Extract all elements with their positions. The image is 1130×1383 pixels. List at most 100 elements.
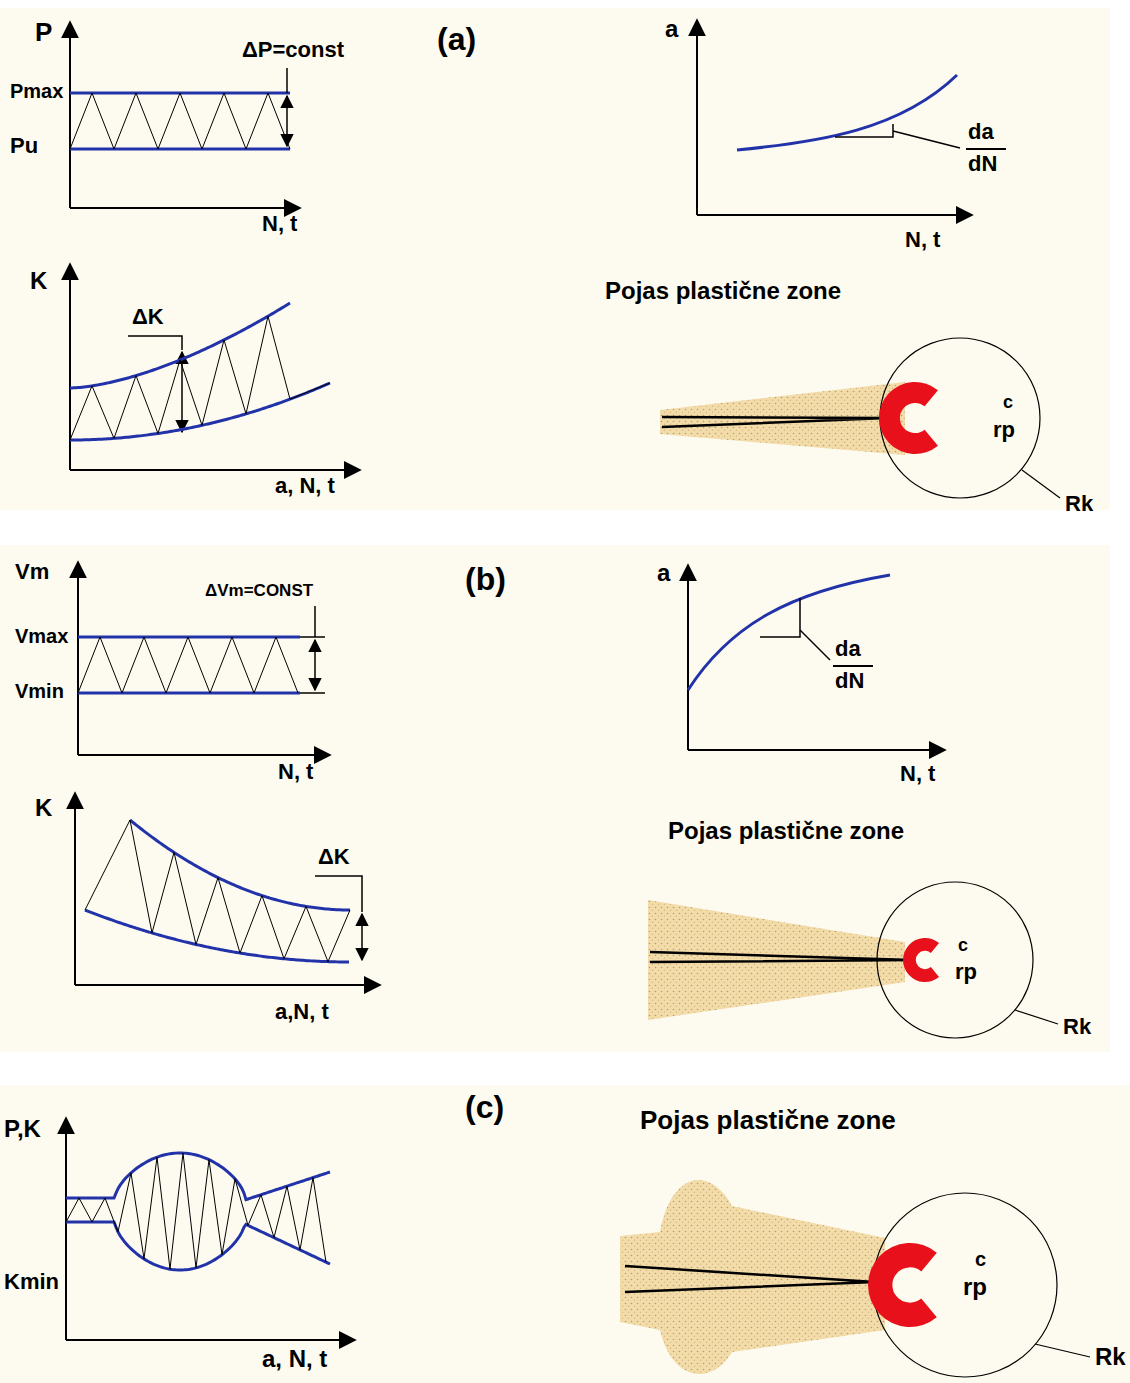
fraction-bar: [966, 148, 1006, 150]
label-text: ΔK: [132, 305, 164, 329]
label-text: N, t: [900, 762, 935, 786]
crack: [625, 1266, 875, 1292]
panel-ground: [0, 545, 1110, 1052]
label-text: Pu: [10, 134, 38, 158]
zone-circle: [873, 1193, 1057, 1377]
axis: [687, 565, 689, 750]
axis: [74, 793, 76, 985]
label-text: Rk: [1095, 1344, 1126, 1370]
label-text: K: [30, 268, 47, 294]
crack: [662, 417, 888, 427]
label-text: Vmin: [15, 680, 64, 702]
load-cycles: [70, 316, 330, 440]
axis: [70, 469, 360, 471]
label-text: Rk: [1063, 1015, 1091, 1039]
k-envelope: [66, 1222, 330, 1270]
axis: [70, 207, 300, 209]
label-text: da: [968, 120, 994, 144]
plastic-zone-band: [660, 382, 905, 455]
load-cycles: [85, 820, 350, 962]
label-text: N, t: [278, 760, 313, 784]
label-text: Kmin: [4, 1270, 59, 1294]
slope-triangle: [835, 124, 893, 137]
label-text: ΔK: [318, 845, 350, 869]
label-text: a: [657, 560, 670, 586]
label-text: Vmax: [15, 625, 68, 647]
label-text: a, N, t: [262, 1346, 327, 1372]
label-text: Pmax: [10, 80, 63, 102]
axis: [66, 1339, 355, 1341]
label-text: (b): [465, 562, 506, 597]
label-text: Pojas plastične zone: [668, 818, 904, 844]
label-text: P: [35, 18, 52, 47]
plastic-zone-band: [620, 1180, 885, 1374]
axis: [688, 749, 945, 751]
load-cycles: [66, 1153, 326, 1269]
range-arrow: [314, 640, 316, 690]
range-arrow: [286, 96, 288, 146]
leader-line: [128, 336, 182, 350]
label-text: a,N, t: [275, 1000, 329, 1024]
label-text: a, N, t: [275, 474, 335, 498]
label-text: (a): [437, 22, 476, 57]
label-text: dN: [835, 669, 864, 693]
crack-tip-plastic-zone: [868, 1243, 937, 1327]
label-text: Rk: [1065, 492, 1093, 516]
fraction-bar: [833, 665, 873, 667]
label-text: Pojas plastične zone: [640, 1106, 896, 1135]
k-envelope: [66, 1153, 330, 1200]
label-text: dN: [968, 152, 997, 176]
k-envelope: [70, 383, 330, 440]
axis: [696, 20, 698, 215]
label-text: N, t: [905, 228, 940, 252]
label-text: N, t: [262, 212, 297, 236]
zone-circle: [880, 338, 1040, 498]
load-level: [78, 692, 300, 695]
leader-line: [300, 636, 325, 638]
leader-line: [893, 131, 960, 148]
axis: [75, 984, 380, 986]
panel-ground: [0, 1085, 1130, 1383]
axis: [697, 214, 972, 216]
crack-tip-plastic-zone: [903, 938, 939, 982]
label-text: Pojas plastične zone: [605, 278, 841, 304]
k-envelope: [70, 303, 290, 388]
axis: [78, 754, 330, 756]
panel-ground: [0, 8, 1110, 510]
label-text: da: [835, 637, 861, 661]
leader-line: [1015, 1010, 1058, 1024]
axis: [69, 22, 71, 208]
label-text: K: [35, 795, 52, 821]
crack: [650, 952, 912, 962]
leader-line: [314, 606, 316, 637]
label-text: a: [665, 16, 678, 42]
range-arrow: [361, 914, 363, 960]
label-text: ΔP=const: [242, 38, 344, 62]
crack-tip-plastic-zone: [879, 382, 938, 454]
label-text: rp: [955, 960, 977, 984]
leader-line: [300, 692, 325, 694]
label-text: Vm: [15, 560, 49, 584]
label-text: (c): [465, 1090, 504, 1125]
leader-line: [1022, 470, 1060, 498]
leader-line: [1035, 1344, 1090, 1357]
load-level: [78, 636, 300, 639]
leader-line: [800, 630, 830, 660]
k-envelope: [130, 820, 350, 910]
leader-line: [286, 68, 288, 93]
slope-triangle: [760, 598, 800, 637]
load-level: [70, 148, 290, 151]
label-text: rp: [963, 1274, 987, 1300]
k-envelope: [85, 910, 349, 962]
label-text: c: [975, 1248, 986, 1270]
label-text: ΔVm=CONST: [205, 582, 313, 601]
label-text: c: [1003, 393, 1013, 413]
leader-line: [315, 876, 362, 912]
label-text: c: [958, 936, 968, 956]
label-text: P,K: [4, 1116, 41, 1142]
label-text: rp: [993, 418, 1015, 442]
load-cycles: [78, 637, 298, 693]
axis: [77, 562, 79, 755]
zone-circle: [877, 882, 1033, 1038]
